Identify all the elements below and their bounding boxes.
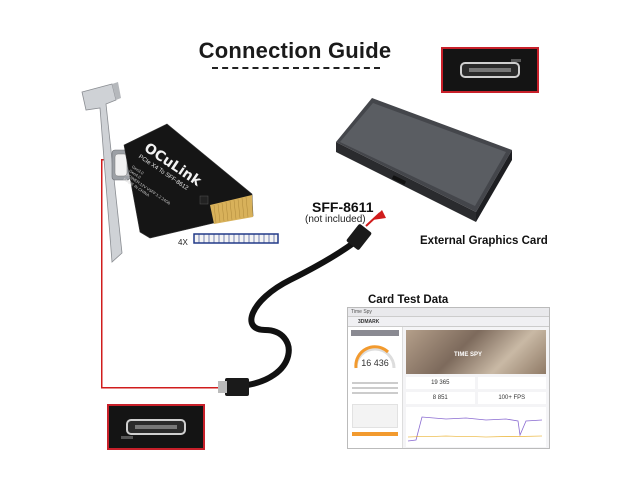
pcie-bracket <box>81 82 131 263</box>
sff-8611-label: SFF-8611 <box>312 199 374 215</box>
benchmark-name: TIME SPY <box>454 352 483 358</box>
guide-line-vertical <box>101 160 103 388</box>
test-window-titlebar: Time Spy <box>348 308 549 317</box>
external-graphics-card-box <box>336 98 512 222</box>
sff-8611-cable <box>218 210 386 396</box>
cpu-score: 8 851 <box>406 392 475 404</box>
test-window-title: Time Spy <box>351 309 372 315</box>
results-column: TIME SPY 19 365 8 851 100+ FPS <box>403 327 549 448</box>
fps-result: 100+ FPS <box>477 392 546 404</box>
oculink-port-icon <box>443 49 537 91</box>
page-title: Connection Guide <box>198 38 392 63</box>
guide-line-bottom <box>101 387 236 389</box>
card-test-data-label: Card Test Data <box>368 294 449 306</box>
overall-score: 16 436 <box>361 358 389 368</box>
port-closeup-bottom <box>107 404 205 450</box>
test-data-panel: Time Spy 3DMARK 16 436 TIME SPY 19 365 <box>347 307 550 449</box>
monitoring-graph <box>406 407 546 447</box>
score-gauge <box>354 345 396 369</box>
test-app-header: 3DMARK <box>348 317 549 327</box>
port-closeup-top <box>441 47 539 93</box>
oculink-port-icon <box>109 406 203 448</box>
score-column: 16 436 <box>348 327 403 448</box>
score-bar <box>352 432 398 436</box>
lane-label: 4X <box>178 238 188 247</box>
graphics-score: 19 365 <box>406 377 475 389</box>
benchmark-banner: TIME SPY <box>406 330 546 374</box>
score-header-strip <box>351 330 399 336</box>
title-underline <box>212 67 380 69</box>
app-logo: 3DMARK <box>358 318 380 325</box>
oculink-pcie-card <box>123 123 254 239</box>
external-graphics-card-label: External Graphics Card <box>420 235 548 247</box>
not-included-label: (not included) <box>305 214 366 225</box>
pcie-x4-slot <box>193 233 279 244</box>
